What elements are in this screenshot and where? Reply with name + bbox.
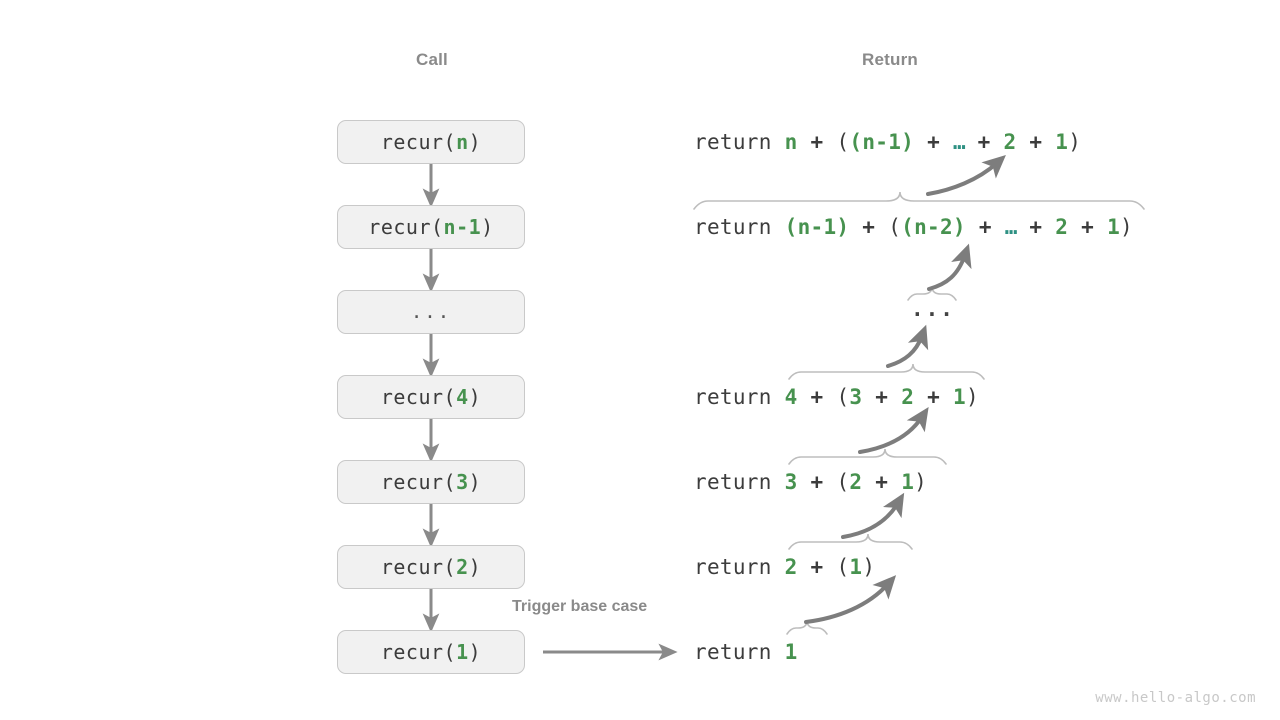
call-box-recur-3[interactable]: recur(3)	[337, 460, 525, 504]
call-arg: 3	[456, 470, 469, 494]
return-row-4: return 4 + (3 + 2 + 1)	[694, 383, 979, 411]
return-expression: 3 + (2 + 1)	[784, 470, 928, 494]
return-row-n-1: return (n-1) + ((n-2) + … + 2 + 1)	[694, 213, 1133, 241]
return-row-3: return 3 + (2 + 1)	[694, 468, 927, 496]
trigger-base-case-label: Trigger base case	[512, 598, 648, 615]
call-box-ellipsis: ...	[337, 290, 525, 334]
call-arg: 1	[456, 640, 469, 664]
call-box-recur-1[interactable]: recur(1)	[337, 630, 525, 674]
call-box-recur-4[interactable]: recur(4)	[337, 375, 525, 419]
column-header-call: Call	[416, 50, 448, 69]
return-row-1: return 1	[694, 638, 798, 666]
return-expression: 4 + (3 + 2 + 1)	[784, 385, 979, 409]
return-expression: (n-1) + ((n-2) + … + 2 + 1)	[784, 215, 1133, 239]
return-keyword: return	[694, 555, 772, 579]
call-arg: 4	[456, 385, 469, 409]
call-box-recur-2[interactable]: recur(2)	[337, 545, 525, 589]
column-header-return: Return	[862, 50, 918, 69]
return-row-n: return n + ((n-1) + … + 2 + 1)	[694, 128, 1081, 156]
call-arg: 2	[456, 555, 469, 579]
call-arg: n-1	[443, 215, 482, 239]
call-box-label: recur(3)	[380, 470, 482, 494]
return-keyword: return	[694, 640, 772, 664]
return-keyword: return	[694, 385, 772, 409]
return-row-2: return 2 + (1)	[694, 553, 875, 581]
watermark: www.hello-algo.com	[1095, 690, 1256, 706]
return-expression: 1	[784, 640, 798, 664]
return-row-ellipsis: ...	[911, 297, 955, 321]
return-expression: n + ((n-1) + … + 2 + 1)	[784, 130, 1082, 154]
call-box-label: recur(n)	[380, 130, 482, 154]
return-keyword: return	[694, 130, 772, 154]
call-box-label: recur(1)	[380, 640, 482, 664]
call-box-label: recur(4)	[380, 385, 482, 409]
call-box-label: recur(2)	[380, 555, 482, 579]
call-box-label: ...	[410, 301, 452, 323]
return-keyword: return	[694, 470, 772, 494]
call-box-label: recur(n-1)	[368, 215, 494, 239]
call-arg: n	[456, 130, 469, 154]
return-keyword: return	[694, 215, 772, 239]
call-box-recur-n-1[interactable]: recur(n-1)	[337, 205, 525, 249]
call-box-recur-n[interactable]: recur(n)	[337, 120, 525, 164]
return-expression: 2 + (1)	[784, 555, 876, 579]
